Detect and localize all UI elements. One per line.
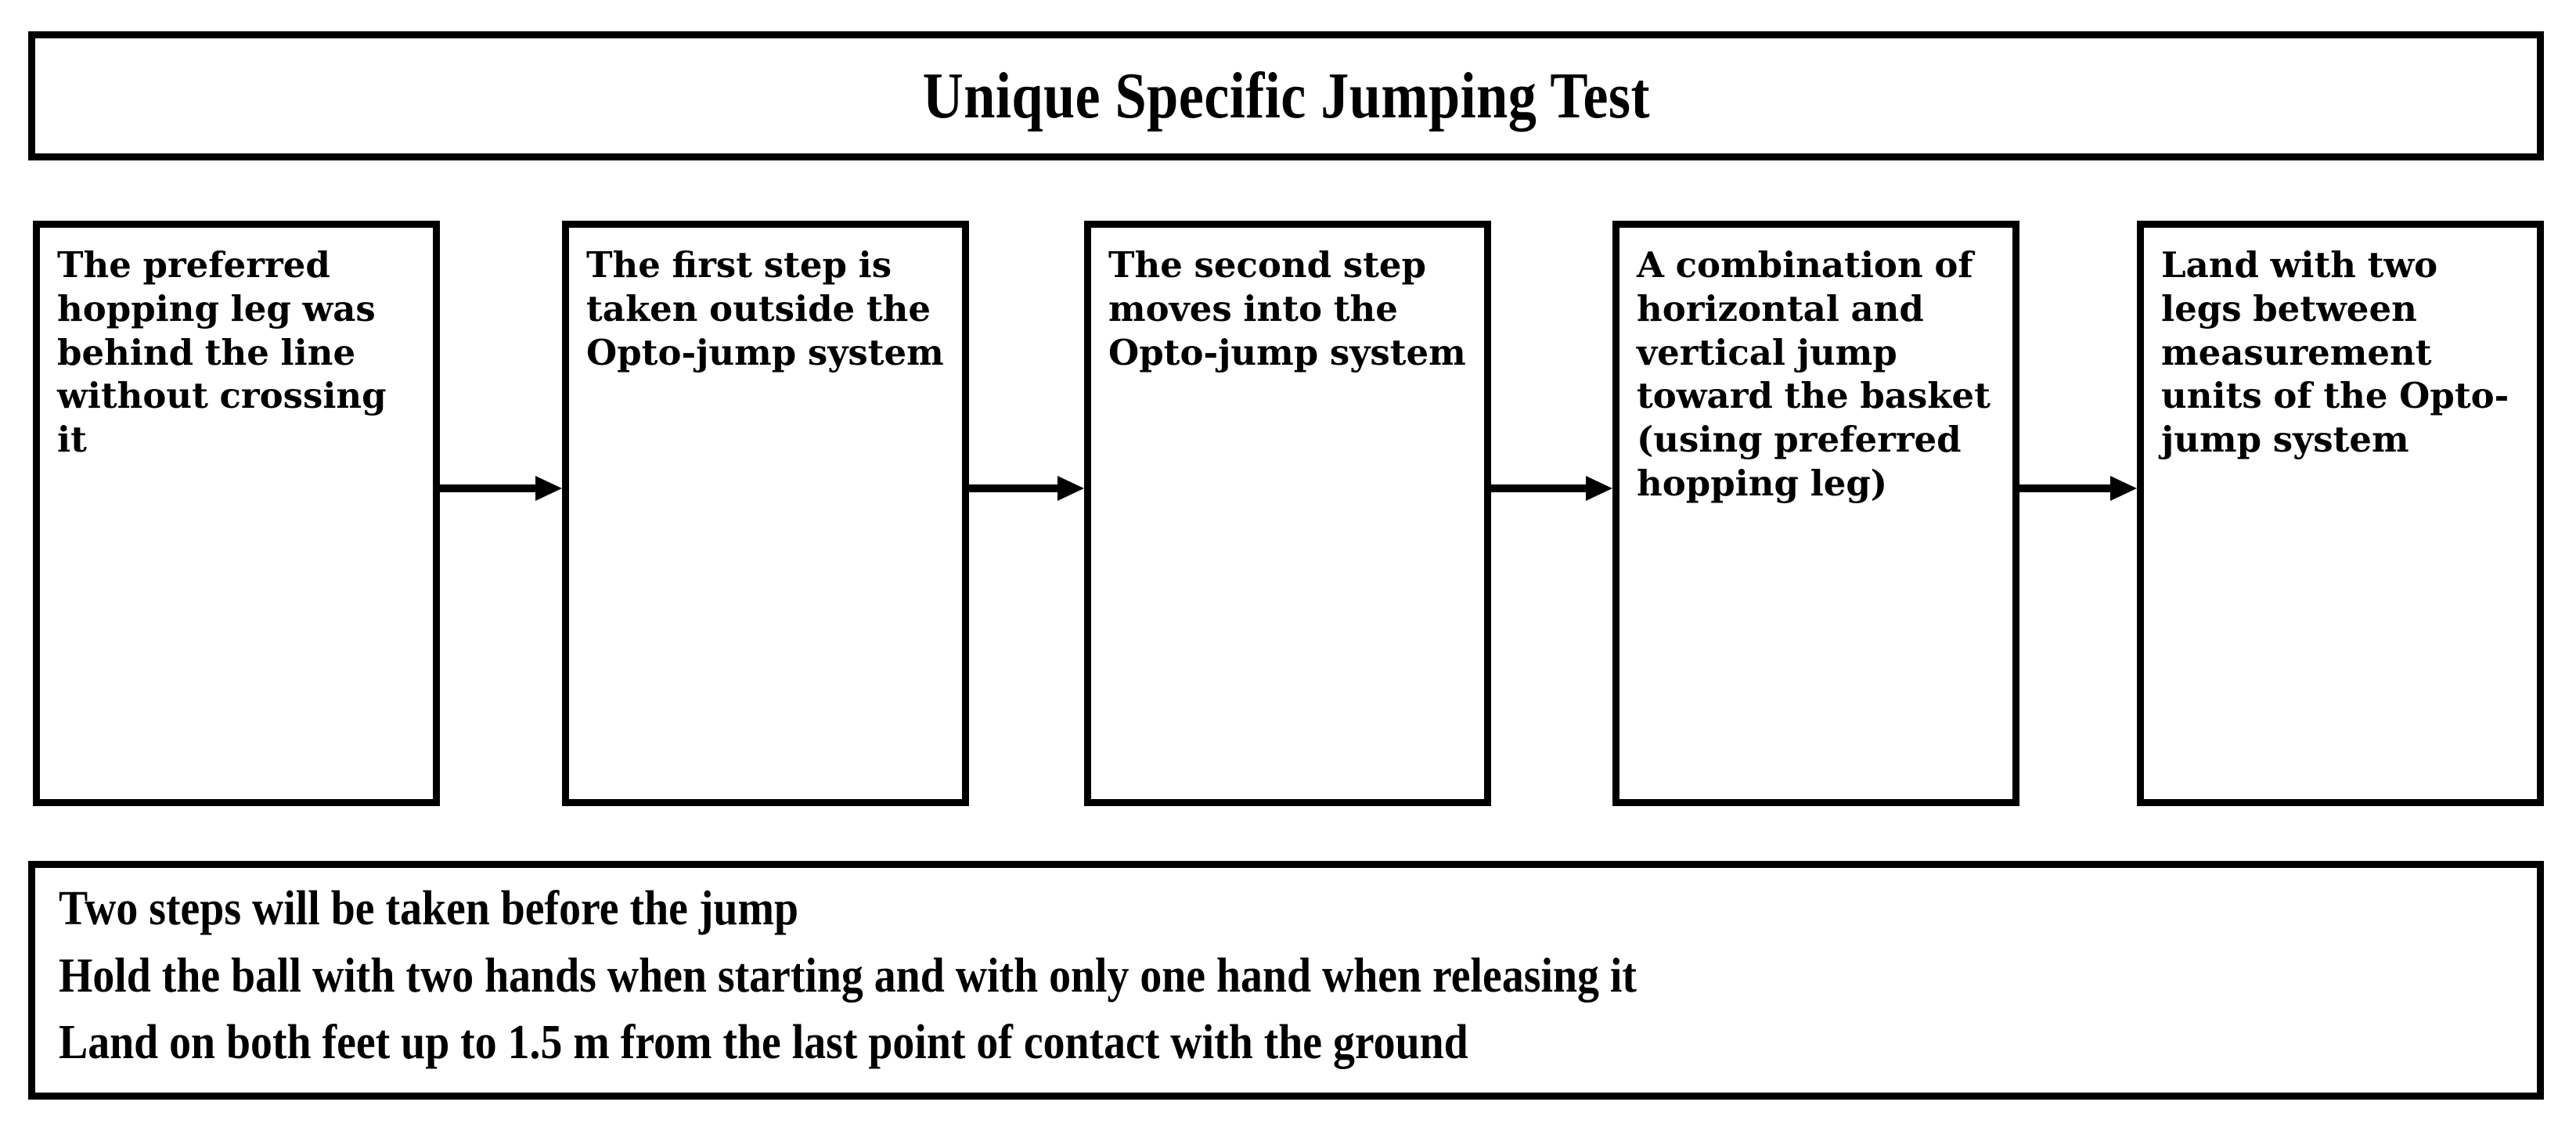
notes-box: Two steps will be taken before the jump … bbox=[28, 861, 2544, 1100]
process-step-text-2: The first step is taken outside the Opto… bbox=[586, 244, 944, 373]
process-step-box-3: The second step moves into the Opto-jump… bbox=[1084, 221, 1491, 806]
arrow-shaft bbox=[440, 484, 539, 492]
process-step-text-1: The preferred hopping leg was behind the… bbox=[57, 244, 387, 461]
process-step-box-2: The first step is taken outside the Opto… bbox=[562, 221, 969, 806]
page-title: Unique Specific Jumping Test bbox=[922, 59, 1650, 132]
arrow-shaft bbox=[1491, 484, 1589, 492]
arrow-head-icon bbox=[1057, 476, 1084, 501]
arrow-step4-to-step5 bbox=[2019, 476, 2137, 501]
arrow-step3-to-step4 bbox=[1491, 476, 1612, 501]
arrow-shaft bbox=[969, 484, 1061, 492]
arrow-shaft bbox=[2019, 484, 2113, 492]
process-step-box-4: A combination of horizontal and vertical… bbox=[1612, 221, 2019, 806]
process-step-box-5: Land with two legs between measurement u… bbox=[2137, 221, 2544, 806]
arrow-step1-to-step2 bbox=[440, 476, 562, 501]
process-step-text-5: Land with two legs between measurement u… bbox=[2161, 244, 2509, 461]
process-step-text-4: A combination of horizontal and vertical… bbox=[1637, 244, 1991, 504]
diagram-title-box: Unique Specific Jumping Test bbox=[28, 31, 2544, 160]
arrow-head-icon bbox=[535, 476, 562, 501]
arrow-head-icon bbox=[2110, 476, 2137, 501]
note-line-1: Two steps will be taken before the jump bbox=[59, 882, 798, 935]
process-step-text-3: The second step moves into the Opto-jump… bbox=[1108, 244, 1466, 373]
arrow-head-icon bbox=[1586, 476, 1612, 501]
note-line-2: Hold the ball with two hands when starti… bbox=[59, 949, 1637, 1003]
note-line-3: Land on both feet up to 1.5 m from the l… bbox=[59, 1016, 1468, 1070]
arrow-step2-to-step3 bbox=[969, 476, 1084, 501]
process-step-box-1: The preferred hopping leg was behind the… bbox=[33, 221, 440, 806]
